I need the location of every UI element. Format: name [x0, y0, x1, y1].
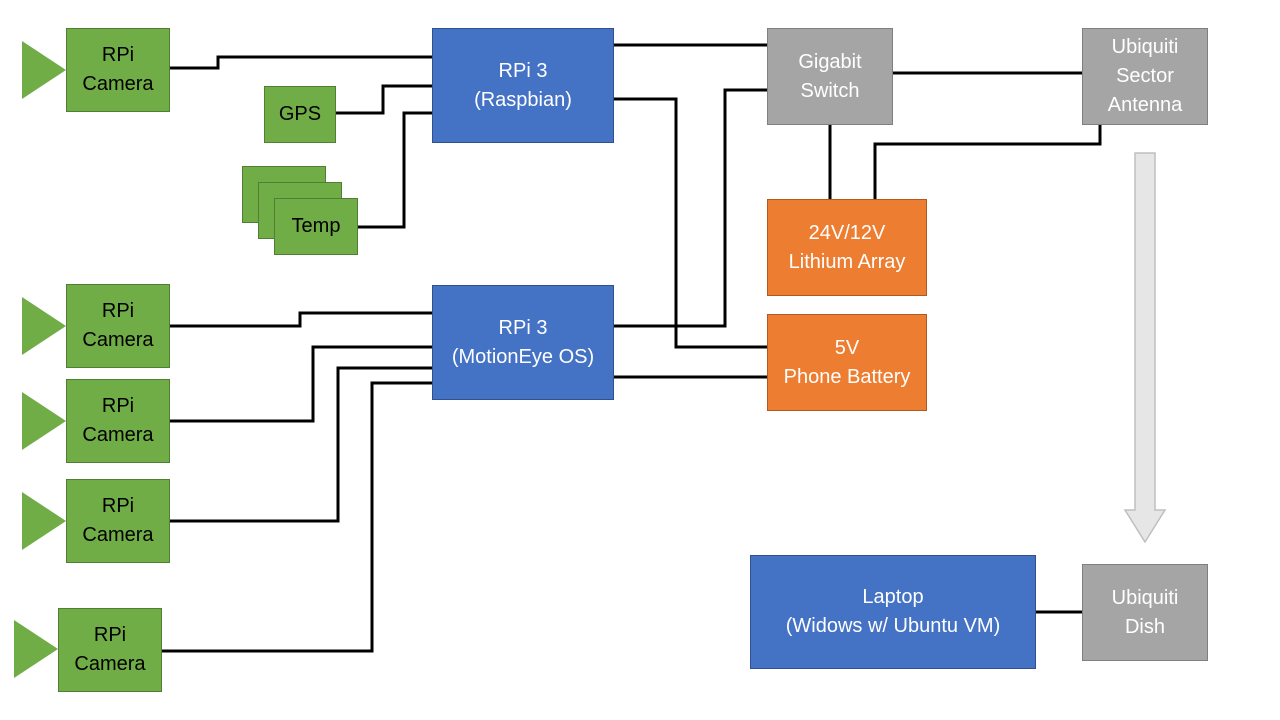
- wire-gps-to-pi-raspbian: [336, 84, 432, 115]
- pi-raspbian-line2: (Raspbian): [474, 88, 572, 111]
- sector-antenna-node: Ubiquiti Sector Antenna: [1082, 28, 1208, 125]
- temp-node: Temp: [274, 198, 358, 255]
- lithium-line1: 24V/12V: [808, 221, 886, 244]
- camera5-node: RPi Camera: [58, 608, 162, 692]
- pi-raspbian-node: RPi 3 (Raspbian): [432, 28, 614, 143]
- camera5-line1: RPi: [93, 624, 127, 646]
- wire-pi-raspbian-to-phone-battery: [614, 97, 767, 349]
- pi-motioneye-line1: RPi 3: [498, 316, 548, 339]
- gigabit-switch-node: Gigabit Switch: [767, 28, 893, 125]
- camera4-node: RPi Camera: [66, 479, 170, 563]
- ubiquiti-dish-node: Ubiquiti Dish: [1082, 564, 1208, 661]
- dish-line2: Dish: [1124, 615, 1165, 638]
- camera1-line1: RPi: [101, 44, 135, 66]
- camera1-lens-icon: [22, 41, 66, 99]
- wire-camera2-to-pi-motioneye: [170, 311, 432, 328]
- camera4-line2: Camera: [82, 524, 154, 546]
- pi-motioneye-node: RPi 3 (MotionEye OS): [432, 285, 614, 400]
- lithium-array-node: 24V/12V Lithium Array: [767, 199, 927, 296]
- camera3-line1: RPi: [101, 395, 135, 417]
- camera3-line2: Camera: [82, 424, 154, 446]
- camera2-lens-icon: [22, 297, 66, 355]
- switch-line1: Gigabit: [798, 50, 862, 73]
- camera1-line2: Camera: [82, 73, 154, 95]
- wire-camera3-to-pi-motioneye: [170, 345, 432, 423]
- camera1-node: RPi Camera: [66, 28, 170, 112]
- camera4-lens-icon: [22, 492, 66, 550]
- wireless-link-arrow: [1123, 152, 1167, 544]
- camera5-line2: Camera: [74, 653, 146, 675]
- laptop-line1: Laptop: [862, 586, 924, 608]
- wire-temp-to-pi-raspbian: [357, 111, 432, 229]
- sector-antenna-line1: Ubiquiti: [1111, 36, 1179, 58]
- wire-camera1-to-pi-raspbian: [170, 55, 432, 70]
- temp-label: Temp: [291, 215, 341, 237]
- phone-battery-node: 5V Phone Battery: [767, 314, 927, 411]
- dish-line1: Ubiquiti: [1111, 586, 1179, 609]
- gps-node: GPS: [264, 86, 336, 143]
- pi-motioneye-line2: (MotionEye OS): [451, 345, 595, 368]
- wire-pi-motioneye-to-switch: [614, 88, 767, 328]
- laptop-node: Laptop (Widows w/ Ubuntu VM): [750, 555, 1036, 669]
- pi-raspbian-line1: RPi 3: [498, 59, 548, 82]
- lithium-line2: Lithium Array: [788, 250, 906, 273]
- switch-line2: Switch: [800, 79, 860, 102]
- camera4-line1: RPi: [101, 495, 135, 517]
- camera2-line2: Camera: [82, 329, 154, 351]
- wire-lithium-to-sector-antenna: [873, 125, 1102, 199]
- sector-antenna-line3: Antenna: [1107, 94, 1183, 116]
- gps-label: GPS: [278, 103, 322, 125]
- camera3-node: RPi Camera: [66, 379, 170, 463]
- laptop-line2: (Widows w/ Ubuntu VM): [785, 615, 1001, 637]
- camera3-lens-icon: [22, 392, 66, 450]
- wire-camera5-to-pi-motioneye: [162, 381, 432, 653]
- camera2-line1: RPi: [101, 300, 135, 322]
- wire-camera4-to-pi-motioneye: [170, 366, 432, 523]
- phone-battery-line2: Phone Battery: [783, 365, 911, 388]
- camera2-node: RPi Camera: [66, 284, 170, 368]
- camera5-lens-icon: [14, 620, 58, 678]
- phone-battery-line1: 5V: [834, 336, 860, 359]
- sector-antenna-line2: Sector: [1116, 65, 1174, 87]
